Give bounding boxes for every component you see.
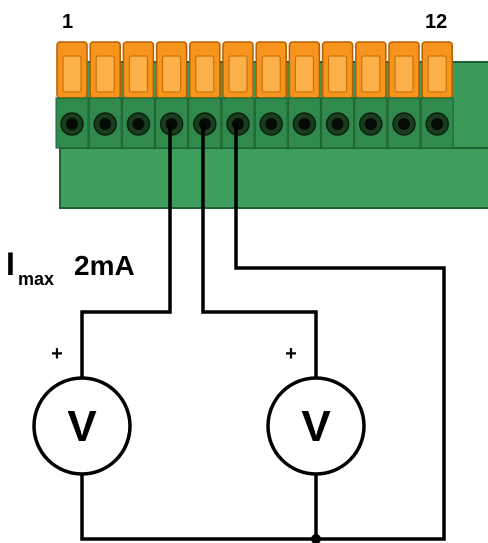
pin-lever-slot-3 — [128, 55, 148, 93]
terminal-pin-10 — [354, 41, 388, 149]
wire-left-voltmeter-return — [80, 464, 316, 541]
pin-lever-slot-11 — [394, 55, 414, 93]
terminal-pin-3 — [121, 41, 155, 149]
terminal-pin-1 — [55, 41, 89, 149]
pin-hole-core-2 — [99, 118, 112, 130]
pin-lever-slot-4 — [162, 55, 182, 93]
current-subscript: max — [18, 269, 54, 289]
pin-1-label: 1 — [62, 11, 73, 33]
wire-junction — [311, 534, 321, 543]
wire-pin5-right-voltmeter — [201, 124, 318, 388]
pin-hole-core-7 — [265, 118, 278, 130]
pin-lever-slot-5 — [195, 55, 215, 93]
pin-hole-core-6 — [232, 118, 244, 130]
pin-lever-slot-1 — [62, 55, 82, 93]
pin-hole-core-12 — [431, 118, 444, 130]
pin-hole-core-3 — [132, 118, 145, 130]
pin-lever-slot-8 — [294, 55, 314, 93]
terminal-pin-2 — [88, 41, 122, 149]
terminal-pin-7 — [254, 41, 288, 149]
current-symbol: I — [6, 246, 15, 282]
terminal-block — [55, 41, 488, 209]
terminal-pin-6 — [221, 41, 255, 149]
voltmeter-left: V + — [32, 343, 132, 476]
voltmeter-right-polarity: + — [285, 343, 297, 365]
voltmeter-right-symbol: V — [301, 402, 331, 451]
terminal-pins — [55, 41, 454, 149]
terminal-pin-5 — [188, 41, 222, 149]
pin-hole-core-1 — [66, 118, 78, 130]
voltmeter-left-circle — [32, 376, 132, 476]
voltmeter-left-polarity: + — [51, 343, 63, 365]
pin-lever-slot-12 — [427, 55, 447, 93]
terminal-pin-4 — [155, 41, 189, 149]
pin-lever-slot-2 — [95, 55, 115, 93]
pin-hole-core-11 — [398, 118, 410, 130]
pin-lever-slot-9 — [328, 55, 348, 93]
terminal-pin-9 — [321, 41, 355, 149]
wire-pin6-return — [234, 124, 446, 541]
pin-12-label: 12 — [425, 11, 447, 33]
voltmeter-left-symbol: V — [67, 402, 97, 451]
wire-pin4-left-voltmeter — [80, 124, 172, 388]
pin-lever-slot-10 — [361, 55, 381, 93]
voltmeter-right-circle — [266, 376, 366, 476]
pin-lever-slot-7 — [261, 55, 281, 93]
pin-hole-core-10 — [364, 118, 377, 130]
terminal-pin-8 — [287, 41, 321, 149]
current-limit-label: I max 2mA — [6, 246, 135, 289]
pin-hole-core-5 — [198, 118, 211, 130]
wires — [80, 124, 446, 541]
pin-hole-core-8 — [298, 118, 311, 130]
pin-lever-slot-6 — [228, 55, 248, 93]
current-value: 2mA — [74, 250, 135, 281]
terminal-pin-11 — [387, 41, 421, 149]
terminal-pin-12 — [420, 41, 454, 149]
pin-hole-core-9 — [331, 118, 344, 130]
terminal-block-bottom-rail — [59, 147, 488, 209]
voltmeter-right: V + — [266, 343, 366, 476]
